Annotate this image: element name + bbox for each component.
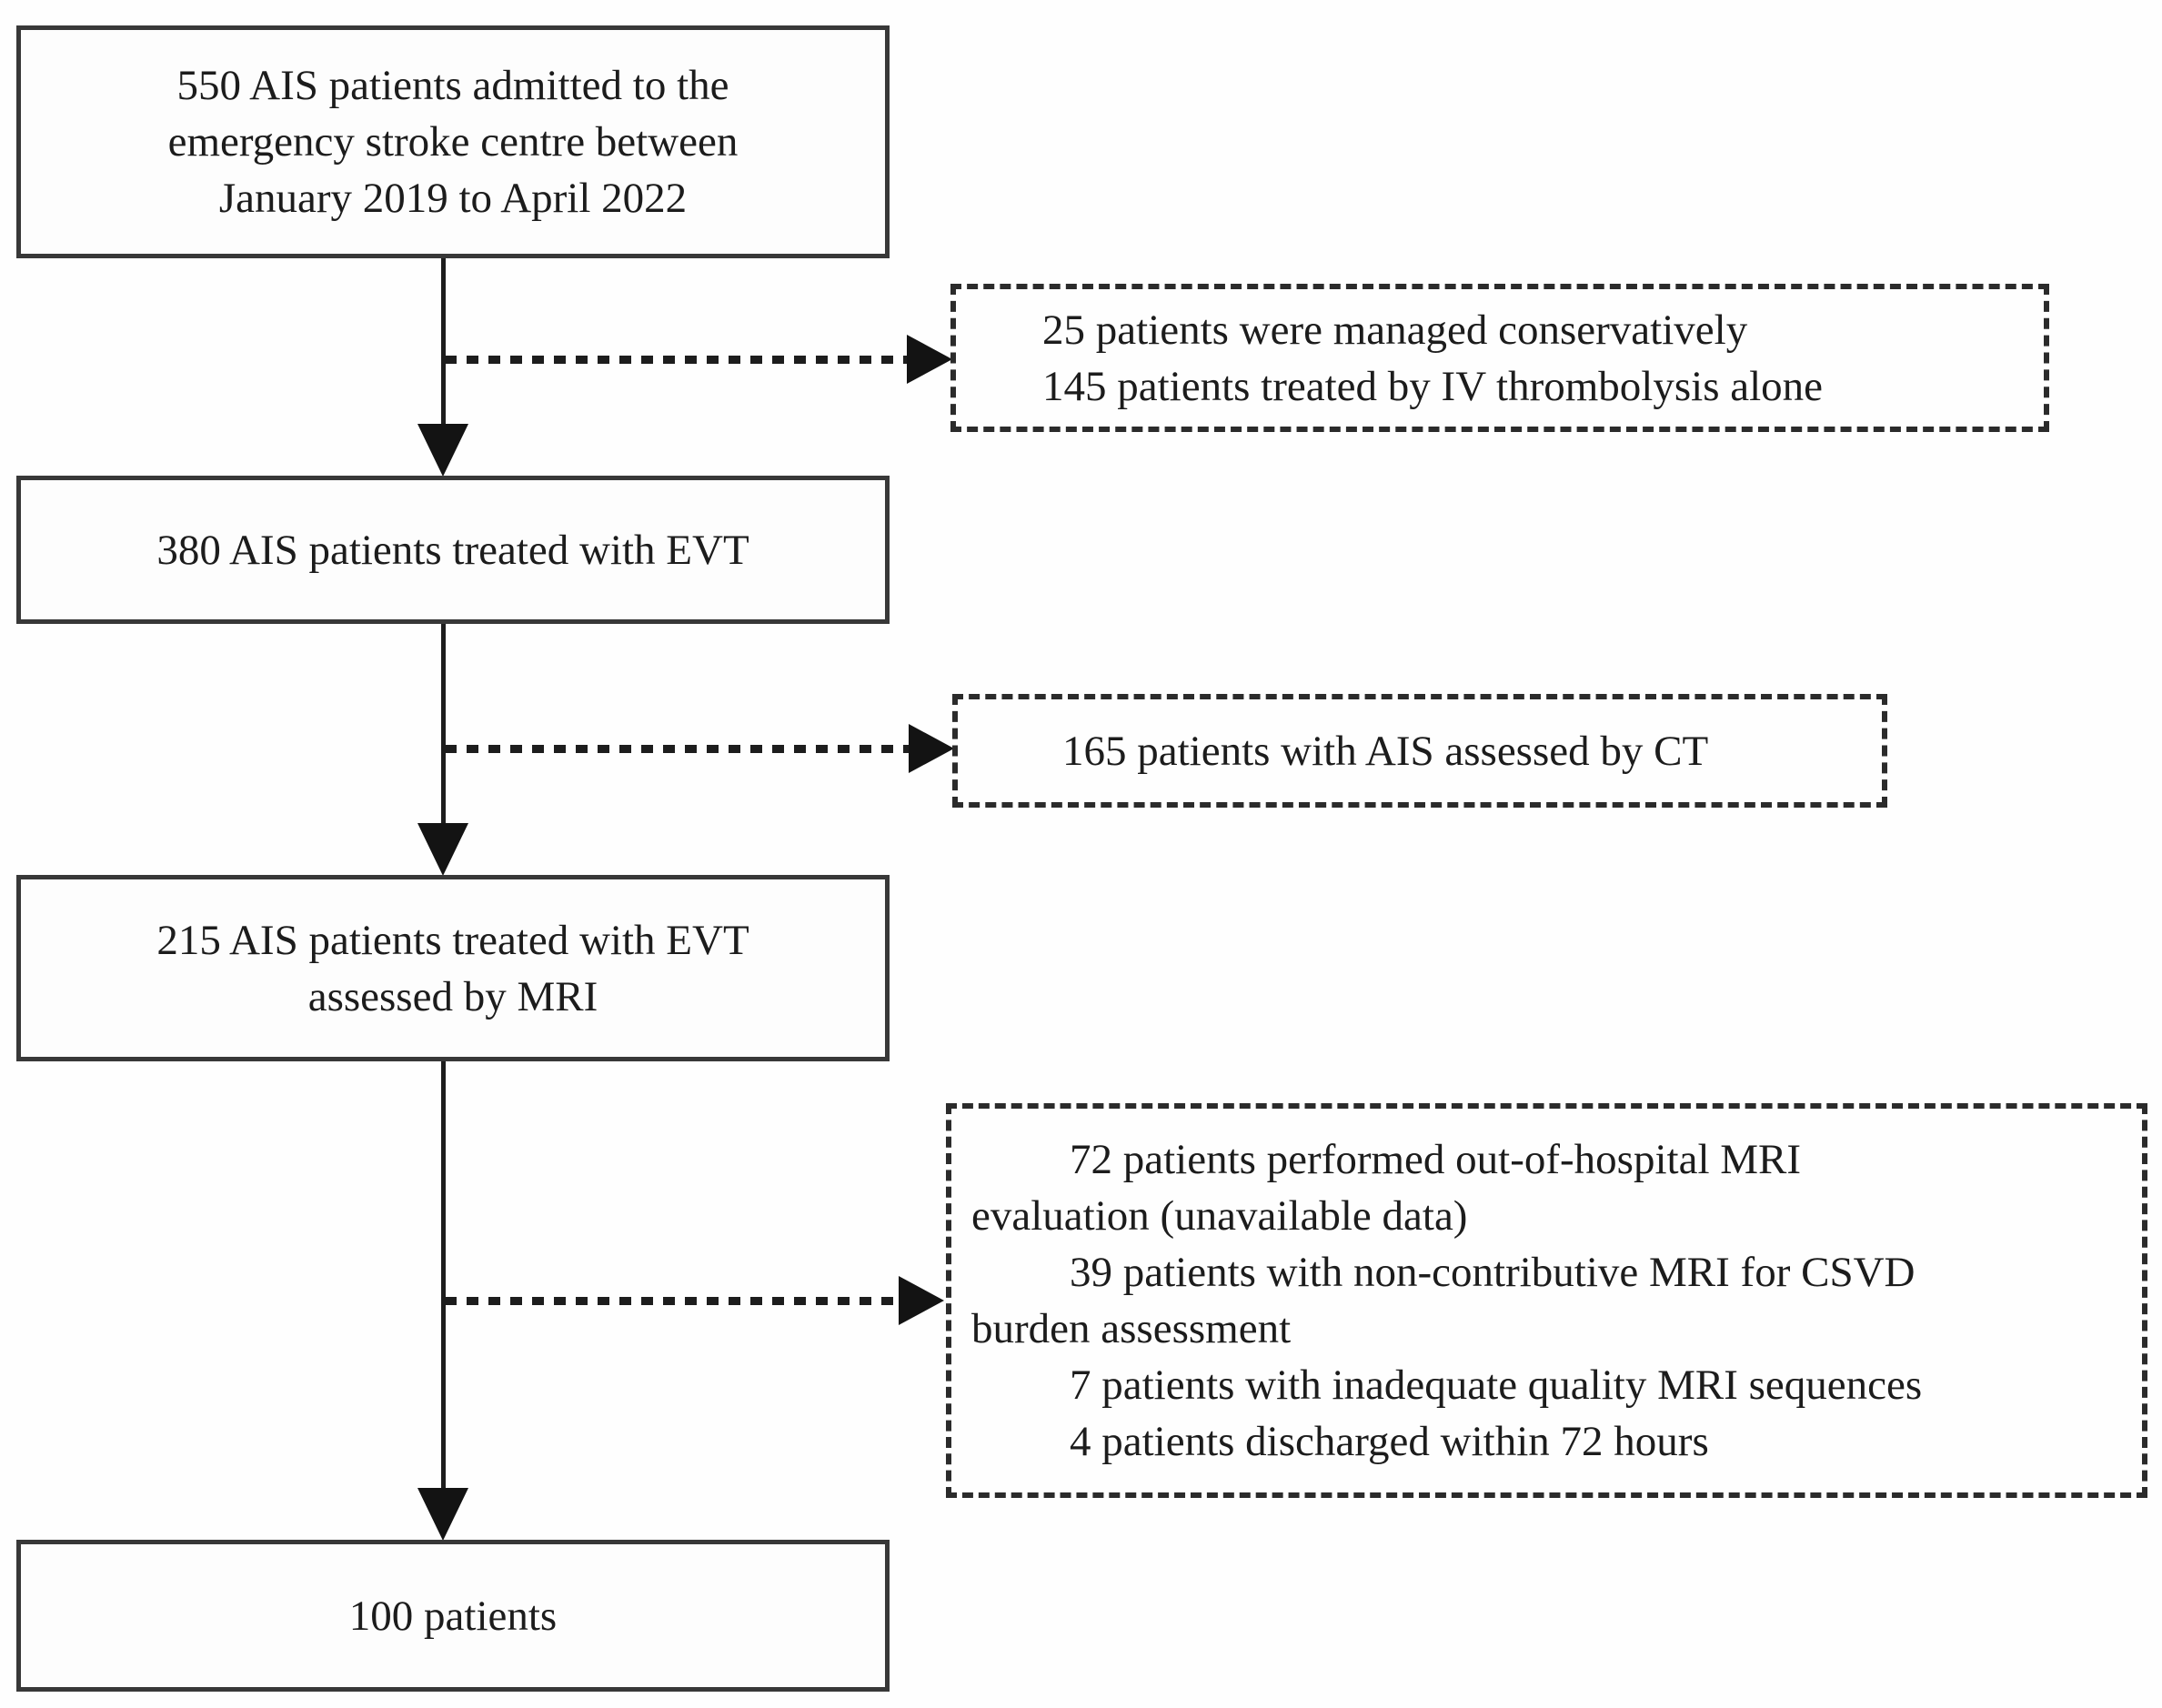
arrowhead-right-icon-3 xyxy=(899,1276,944,1325)
enrollment-box-380-line1: 380 AIS patients treated with EVT xyxy=(156,526,749,574)
enrollment-box-215-line1: 215 AIS patients treated with EVT xyxy=(156,916,749,964)
flow-line-3 xyxy=(441,1061,446,1492)
enrollment-box-100-line1: 100 patients xyxy=(348,1592,558,1640)
enrollment-box-550-line2: emergency stroke centre between xyxy=(167,118,739,166)
exclusion-box-1-line2: 145 patients treated by IV thrombolysis … xyxy=(1042,362,1824,410)
enrollment-box-100: 100 patients xyxy=(16,1540,890,1692)
exclusion-box-3-line3: 39 patients with non-contributive MRI fo… xyxy=(1070,1249,1916,1296)
arrowhead-down-icon-2 xyxy=(417,823,468,876)
exclusion-box-2-line1: 165 patients with AIS assessed by CT xyxy=(1062,727,1709,775)
arrowhead-down-icon-1 xyxy=(417,424,468,477)
enrollment-box-550-line3: January 2019 to April 2022 xyxy=(218,175,688,222)
arrowhead-down-icon-3 xyxy=(417,1488,468,1541)
branch-line-2 xyxy=(445,745,910,753)
exclusion-box-3-line2: evaluation (unavailable data) xyxy=(971,1192,1468,1240)
arrowhead-right-icon-1 xyxy=(907,335,952,384)
branch-line-3 xyxy=(445,1297,900,1305)
enrollment-box-215: 215 AIS patients treated with EVT assess… xyxy=(16,875,890,1061)
exclusion-box-3-line4: burden assessment xyxy=(971,1305,1292,1352)
exclusion-box-1-line1: 25 patients were managed conservatively xyxy=(1042,306,1748,354)
exclusion-box-3-line1: 72 patients performed out-of-hospital MR… xyxy=(1070,1136,1802,1183)
enrollment-box-550: 550 AIS patients admitted to the emergen… xyxy=(16,25,890,258)
enrollment-box-215-line2: assessed by MRI xyxy=(307,972,598,1020)
exclusion-box-3-line6: 4 patients discharged within 72 hours xyxy=(1070,1418,1709,1465)
exclusion-box-mri-issues: 72 patients performed out-of-hospital MR… xyxy=(946,1103,2147,1498)
flow-line-1 xyxy=(441,258,446,427)
enrollment-box-380: 380 AIS patients treated with EVT xyxy=(16,476,890,624)
arrowhead-right-icon-2 xyxy=(909,724,954,773)
enrollment-box-550-line1: 550 AIS patients admitted to the xyxy=(176,62,729,109)
branch-line-1 xyxy=(445,356,909,364)
exclusion-box-ct-assessed: 165 patients with AIS assessed by CT xyxy=(952,694,1887,808)
exclusion-box-conservative-ivt: 25 patients were managed conservatively … xyxy=(950,284,2049,432)
flow-line-2 xyxy=(441,624,446,827)
exclusion-box-3-line5: 7 patients with inadequate quality MRI s… xyxy=(1070,1361,1923,1409)
